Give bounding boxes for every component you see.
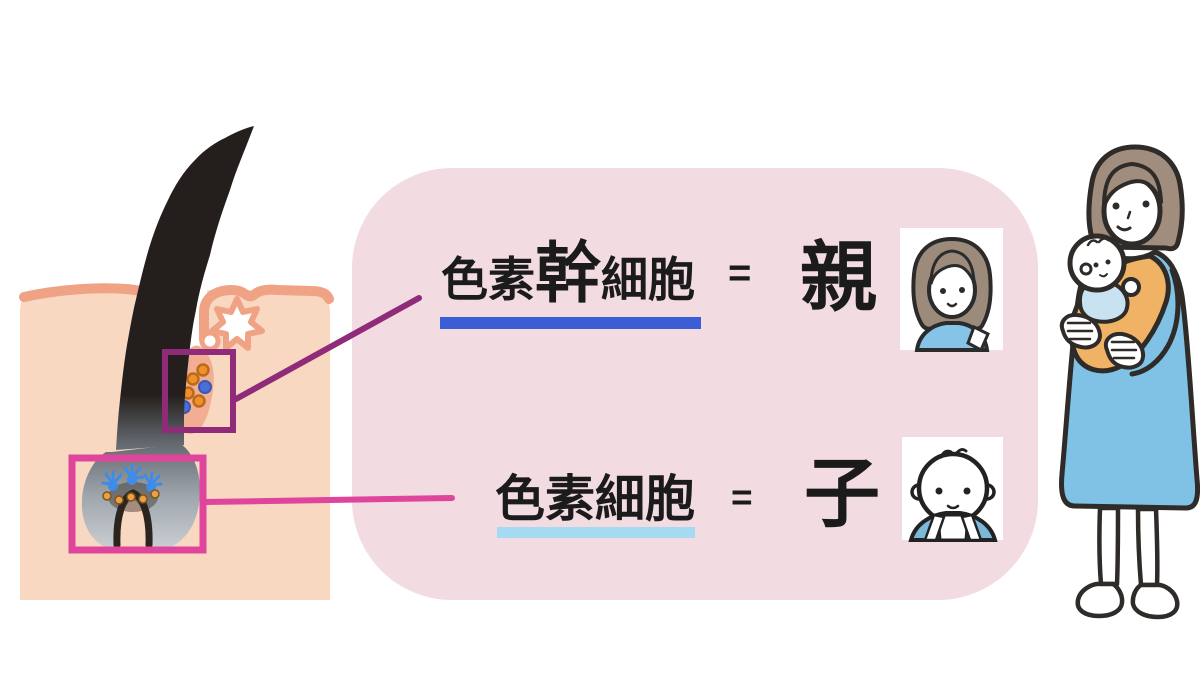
baby-head xyxy=(1067,233,1127,293)
underline-lightblue xyxy=(497,527,695,538)
epidermis-outline-right xyxy=(199,284,334,345)
stem-cell-blue xyxy=(177,400,191,414)
mother-shoe xyxy=(1130,582,1180,620)
follicle-canal xyxy=(158,278,208,354)
equals-sign: = xyxy=(731,477,753,518)
bulb-highlight-box xyxy=(68,454,207,554)
term-suffix: 細胞 xyxy=(595,471,695,527)
stem-cell-orange xyxy=(192,394,206,408)
equals-sign: = xyxy=(728,251,752,295)
sebaceous-gland-icon xyxy=(209,296,265,351)
term-emphasis: 幹 xyxy=(535,236,601,310)
melanocyte-icon xyxy=(101,470,123,491)
bulge-region xyxy=(173,345,214,434)
epidermis-outline-left xyxy=(19,283,167,345)
term-suffix: 細胞 xyxy=(601,253,695,306)
stem-cell-orange xyxy=(181,386,195,400)
mother-holding-baby-illustration xyxy=(1059,144,1200,620)
bulge-highlight-box xyxy=(162,349,236,433)
mother-hand xyxy=(1059,312,1102,350)
hair-bulb xyxy=(81,444,200,554)
mother-arm xyxy=(1129,267,1181,377)
result-child: 子 xyxy=(804,452,880,537)
baby-fist xyxy=(1121,277,1141,297)
stem-cell-orange xyxy=(196,363,210,377)
mother-bangs xyxy=(1102,162,1163,208)
matrix-shadow xyxy=(108,482,158,512)
term-pigment-cell: 色素細胞 xyxy=(495,474,695,524)
explanation-panel xyxy=(352,168,1038,600)
baby-body xyxy=(1077,278,1130,324)
mother-shoe xyxy=(1075,581,1125,619)
stem-cell-orange xyxy=(186,372,200,386)
term-prefix: 色素 xyxy=(441,253,535,306)
stem-cell-blue xyxy=(198,380,212,394)
melanocytes xyxy=(101,463,163,492)
melanocyte-icon xyxy=(143,471,163,492)
mother-leg xyxy=(1097,505,1121,587)
baby-sling xyxy=(1068,253,1171,374)
mother-leg xyxy=(1135,506,1160,588)
underline-blue xyxy=(440,317,701,329)
mother-dress xyxy=(1059,249,1200,511)
mother-face xyxy=(1101,175,1163,247)
term-prefix: 色素 xyxy=(495,471,595,527)
gland-duct xyxy=(199,330,221,352)
mother-hair xyxy=(1086,144,1185,252)
matrix-arch xyxy=(113,489,153,549)
mother-hand xyxy=(1103,331,1146,370)
pigment-stem-cells xyxy=(177,363,212,414)
matrix-pigment-dots xyxy=(102,489,160,505)
hair-shaft xyxy=(116,126,254,450)
baby-ear xyxy=(1079,262,1093,276)
result-parent: 親 xyxy=(800,235,877,321)
melanocyte-icon xyxy=(123,463,145,485)
skin-block xyxy=(20,290,330,600)
term-pigment-stem-cell: 色素幹細胞 xyxy=(441,240,695,306)
